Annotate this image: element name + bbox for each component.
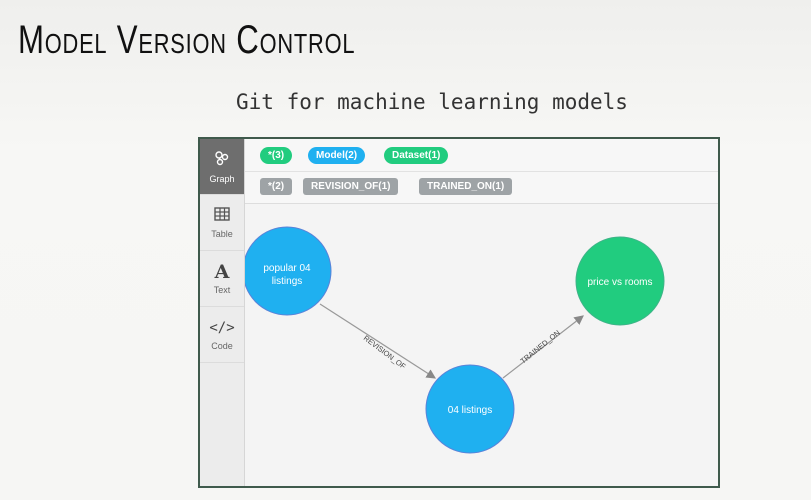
view-sidebar: Graph Table A Text </> Code (200, 139, 245, 486)
edge-revision-of[interactable]: REVISION_OF (319, 303, 437, 379)
graph-canvas[interactable]: REVISION_OF TRAINED_ON popular 04 listin… (245, 204, 718, 486)
legend-rel-trained-on[interactable]: TRAINED_ON(1) (419, 178, 513, 195)
legend-rel-revision-of[interactable]: REVISION_OF(1) (303, 178, 399, 195)
node-label-line-1: price vs rooms (587, 277, 652, 288)
text-icon: A (214, 260, 230, 283)
slide-title: Model Version Control (18, 18, 356, 62)
edge-label: TRAINED_ON (519, 328, 562, 365)
sidebar-item-text[interactable]: A Text (200, 251, 244, 307)
node-label-line-1: 04 listings (448, 405, 492, 416)
node-price-vs-rooms[interactable]: price vs rooms (575, 236, 665, 326)
node-04-listings[interactable]: 04 listings (425, 364, 515, 454)
sidebar-item-table[interactable]: Table (200, 195, 244, 251)
legend-label-dataset[interactable]: Dataset(1) (384, 147, 449, 164)
sidebar-item-code[interactable]: </> Code (200, 307, 244, 363)
node-label-line-2: listings (272, 276, 303, 287)
graph-browser-panel: Graph Table A Text </> Code *(3) Model(2… (198, 137, 720, 488)
sidebar-item-label: Text (213, 284, 231, 295)
sidebar-item-label: Graph (209, 173, 235, 184)
edge-label: REVISION_OF (362, 333, 408, 371)
sidebar-item-label: Code (211, 340, 233, 351)
legend-label-all[interactable]: *(3) (260, 147, 293, 164)
edge-trained-on[interactable]: TRAINED_ON (502, 315, 584, 379)
node-label-line-1: popular 04 (263, 263, 311, 274)
sidebar-item-label: Table (211, 228, 233, 239)
node-popular-04-listings[interactable]: popular 04 listings (245, 226, 332, 316)
legend-rel-all[interactable]: *(2) (260, 178, 293, 195)
legend-label-model[interactable]: Model(2) (308, 147, 366, 164)
code-icon: </> (209, 319, 235, 336)
graph-icon (214, 150, 230, 170)
table-icon (214, 206, 230, 225)
legend-divider (245, 171, 718, 172)
slide-subtitle: Git for machine learning models (236, 90, 628, 114)
sidebar-item-graph[interactable]: Graph (200, 139, 244, 195)
